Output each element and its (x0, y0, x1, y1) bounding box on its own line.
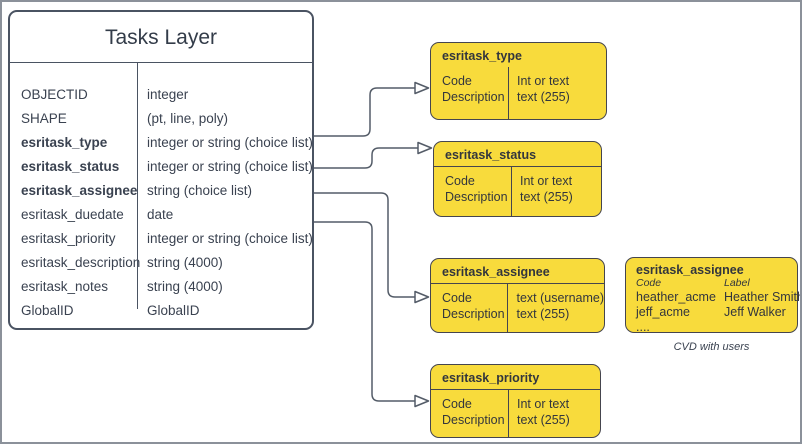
field-name: esritask_description (21, 255, 141, 270)
field-name: OBJECTID (21, 87, 88, 102)
field-name: esritask_priority (21, 231, 116, 246)
cvd-caption: CVD with users (673, 341, 750, 353)
box-cell: Description (445, 190, 508, 204)
field-name: esritask_notes (21, 279, 109, 294)
cvd-code: .... (636, 320, 650, 334)
domain-box-esritask-type: esritask_type Code Description Int or te… (430, 42, 607, 120)
box-cell: text (255) (517, 413, 570, 427)
box-cell: Code (442, 291, 472, 305)
field-type: integer (147, 87, 189, 102)
table-row: esritask_description string (4000) (10, 251, 312, 275)
table-row: esritask_notes string (4000) (10, 275, 312, 299)
box-title: esritask_assignee (431, 259, 604, 284)
connector-esritask-status (313, 147, 418, 169)
table-row: GlobalID GlobalID (10, 299, 312, 323)
connector-esritask-priority (313, 221, 415, 402)
table-row: OBJECTID integer (10, 83, 312, 107)
field-type: string (4000) (147, 279, 223, 294)
cvd-box-esritask-assignee: esritask_assignee Code Label heather_acm… (625, 257, 800, 334)
box-cell: Int or text (517, 397, 570, 411)
field-type: integer or string (choice list) (147, 135, 313, 150)
box-cell: Description (442, 90, 505, 104)
open-arrowhead-icon (414, 290, 430, 304)
table-row: esritask_type integer or string (choice … (10, 131, 313, 155)
box-cell: Description (442, 307, 505, 321)
connector-esritask-assignee (313, 192, 415, 298)
open-arrowhead-icon (417, 141, 433, 155)
field-type: string (choice list) (147, 183, 253, 198)
box-cell: Int or text (517, 74, 570, 88)
field-type: (pt, line, poly) (147, 111, 229, 126)
column-divider (137, 63, 138, 309)
table-title: Tasks Layer (10, 12, 312, 63)
cvd-label (724, 320, 800, 335)
box-title: esritask_assignee (636, 263, 744, 277)
cvd-col-header: Code (636, 277, 662, 289)
field-name: SHAPE (21, 111, 67, 126)
open-arrowhead-icon (414, 81, 430, 95)
box-cell: text (255) (517, 90, 570, 104)
field-name: esritask_duedate (21, 207, 124, 222)
tasks-layer-table: Tasks Layer OBJECTID integer SHAPE (pt, … (8, 10, 314, 330)
domain-box-esritask-assignee: esritask_assignee Code Description text … (430, 258, 605, 333)
table-row: esritask_priority integer or string (cho… (10, 227, 313, 251)
field-type: integer or string (choice list) (147, 231, 313, 246)
box-cell: Code (445, 174, 475, 188)
table-row: esritask_duedate date (10, 203, 312, 227)
box-cell: text (255) (516, 307, 570, 321)
field-name: GlobalID (21, 303, 74, 318)
field-type: string (4000) (147, 255, 223, 270)
table-row: esritask_status integer or string (choic… (10, 155, 313, 179)
box-title: esritask_status (434, 142, 601, 167)
box-cell: Description (442, 413, 505, 427)
domain-box-esritask-priority: esritask_priority Code Description Int o… (430, 364, 601, 438)
box-title: esritask_type (442, 49, 522, 63)
open-arrowhead-icon (414, 394, 430, 408)
field-type: date (147, 207, 174, 222)
cvd-col-header: Label (724, 277, 750, 289)
box-cell: Code (442, 74, 472, 88)
domain-box-esritask-status: esritask_status Code Description Int or … (433, 141, 602, 217)
table-field-list: OBJECTID integer SHAPE (pt, line, poly) … (10, 63, 313, 329)
field-name: esritask_type (21, 135, 108, 150)
field-name: esritask_status (21, 159, 120, 174)
box-cell: Code (442, 397, 472, 411)
box-cell: text (255) (520, 190, 573, 204)
cvd-label: Jeff Walker (724, 305, 786, 319)
table-row: esritask_assignee string (choice list) (10, 179, 312, 203)
box-cell: Int or text (520, 174, 573, 188)
table-row: SHAPE (pt, line, poly) (10, 107, 312, 131)
field-type: integer or string (choice list) (147, 159, 313, 174)
field-name: esritask_assignee (21, 183, 138, 198)
box-cell: text (username) (516, 291, 604, 305)
field-type: GlobalID (147, 303, 200, 318)
connector-esritask-type (313, 87, 415, 137)
cvd-label: Heather Smith (724, 290, 802, 304)
cvd-code: heather_acme (636, 290, 716, 304)
cvd-code: jeff_acme (636, 305, 690, 319)
box-title: esritask_priority (431, 365, 600, 390)
